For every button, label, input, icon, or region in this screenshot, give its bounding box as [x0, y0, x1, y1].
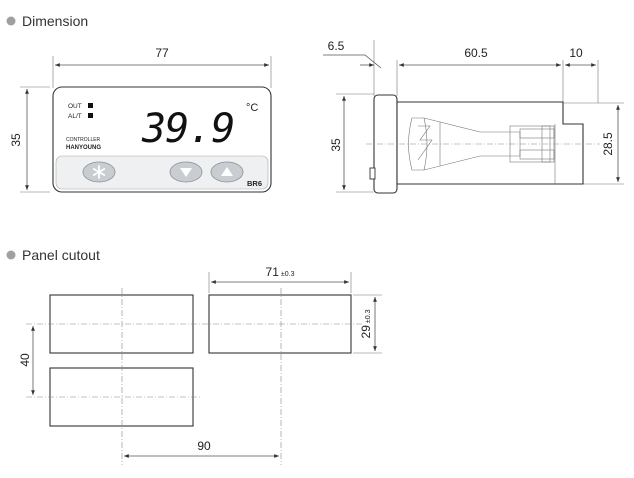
up-button[interactable]	[210, 161, 244, 183]
model-label: BR6	[247, 179, 262, 188]
front-width-label: 77	[155, 46, 169, 60]
brand-line1: CONTROLLER	[66, 137, 101, 143]
bezel-depth-label: 6.5	[328, 39, 345, 53]
brand-line2: HANYOUNG	[66, 145, 101, 151]
terminal-depth-label: 10	[569, 46, 583, 60]
cutout-drawing: 71±0.3 29±0.3 40 90	[18, 265, 382, 465]
dimension-heading: Dimension	[22, 13, 88, 29]
alt-led-icon	[88, 113, 93, 118]
rear-height-label: 28.5	[601, 132, 615, 156]
front-view: 77 35 OUT AL/T CONTROLLER HANYOUNG 39.9 …	[9, 46, 272, 193]
asterisk-icon	[92, 165, 106, 179]
side-height-label: 35	[329, 138, 343, 152]
panel-cutout-heading: Panel cutout	[22, 247, 100, 263]
display-unit: °C	[246, 102, 258, 114]
vertical-pitch-label: 40	[18, 353, 32, 367]
out-led-icon	[88, 103, 93, 108]
set-button[interactable]	[82, 161, 116, 183]
section-bullet-icon	[6, 16, 16, 26]
front-height-label: 35	[9, 133, 23, 147]
side-view: 6.5 60.5 10 35 28.5	[323, 39, 624, 194]
body-depth-label: 60.5	[464, 46, 488, 60]
display-value: 39.9	[141, 106, 234, 152]
section-bullet-icon	[6, 250, 16, 260]
triangle-up-icon	[221, 167, 233, 176]
horizontal-pitch-label: 90	[197, 439, 211, 453]
out-indicator-label: OUT	[68, 103, 82, 110]
cutout-height-label: 29±0.3	[359, 309, 373, 338]
down-button[interactable]	[169, 161, 203, 183]
triangle-down-icon	[180, 168, 192, 177]
alt-indicator-label: AL/T	[68, 113, 82, 120]
cutout-width-label: 71±0.3	[266, 265, 295, 279]
